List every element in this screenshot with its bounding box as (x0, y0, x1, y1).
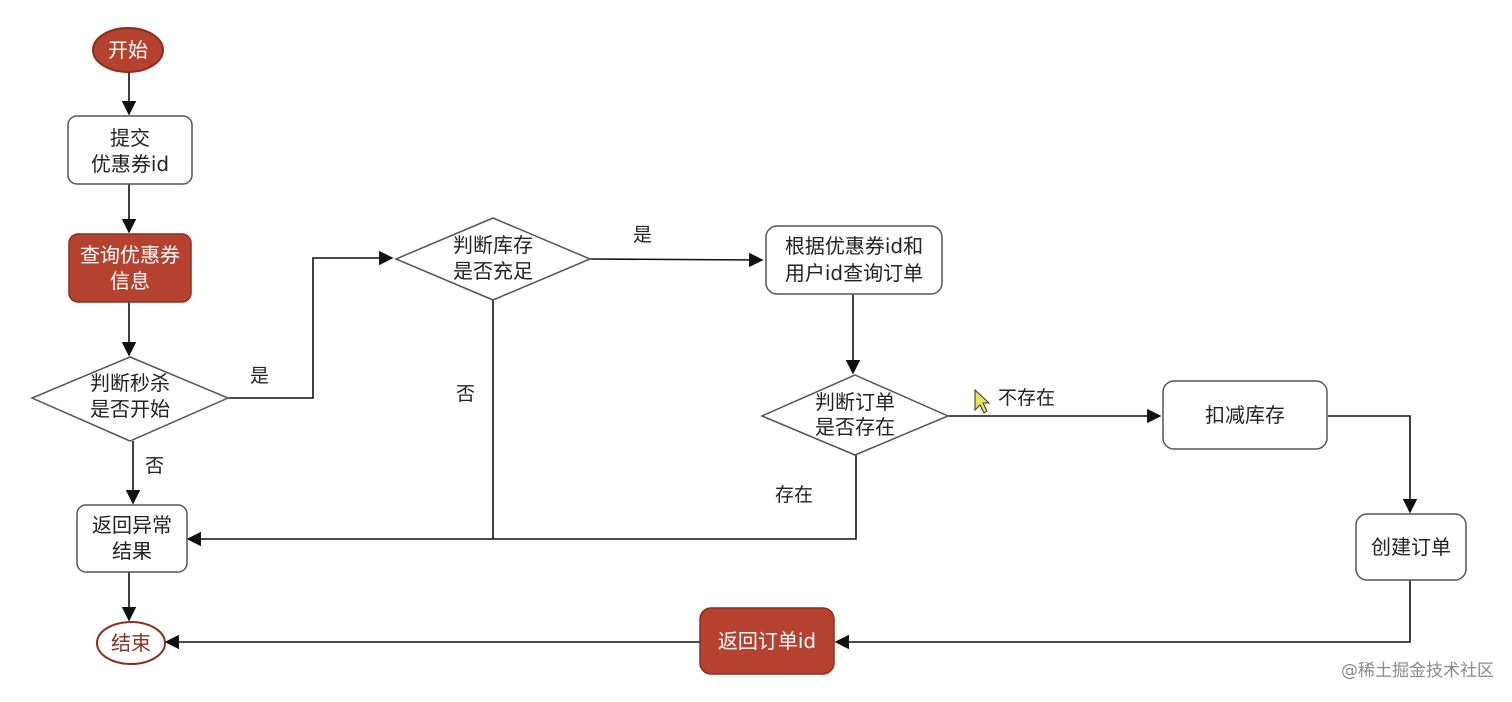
check-stock-node: 判断库存 是否充足 (394, 217, 592, 301)
order-not-exist-label: 不存在 (998, 387, 1055, 409)
edge-deduct-to-create (1328, 415, 1418, 514)
seckill-no-label: 否 (145, 455, 164, 477)
create-order-label: 创建订单 (1371, 535, 1451, 559)
watermark: @稀土掘金技术社区 (1341, 661, 1494, 681)
deduct-stock-label: 扣减库存 (1205, 403, 1285, 427)
edge-seckill-yes (228, 250, 394, 399)
create-order-node: 创建订单 (1355, 513, 1467, 581)
stock-yes-label: 是 (633, 224, 652, 246)
return-error-node: 返回异常 结果 (76, 504, 188, 573)
check-seckill-label-line2: 是否开始 (90, 397, 170, 421)
stock-no-label: 否 (456, 383, 475, 405)
return-order-id-node: 返回订单id (699, 607, 835, 675)
query-coupon-label-line2: 信息 (110, 269, 150, 293)
start-node: 开始 (92, 27, 164, 73)
query-order-label-line1: 根据优惠券id和 (785, 234, 923, 258)
return-order-id-label: 返回订单id (718, 629, 816, 653)
check-seckill-label-line1: 判断秒杀 (90, 371, 170, 395)
edge-create-to-return (834, 580, 1411, 650)
submit-label-line2: 优惠券id (91, 152, 169, 176)
edges (121, 72, 1418, 650)
return-error-label-line2: 结果 (112, 539, 152, 563)
edge-stock-yes (589, 252, 764, 268)
deduct-stock-node: 扣减库存 (1162, 380, 1328, 450)
check-order-node: 判断订单 是否存在 (760, 374, 950, 456)
edge-order-exist (186, 455, 857, 547)
check-stock-label-line2: 是否充足 (453, 259, 533, 283)
query-order-label-line2: 用户id查询订单 (785, 261, 923, 285)
start-label: 开始 (108, 38, 148, 62)
check-seckill-node: 判断秒杀 是否开始 (30, 356, 230, 442)
check-order-label-line2: 是否存在 (815, 415, 895, 439)
check-stock-label-line1: 判断库存 (453, 233, 533, 257)
seckill-yes-label: 是 (250, 365, 269, 387)
submit-label-line1: 提交 (110, 126, 150, 150)
query-order-node: 根据优惠券id和 用户id查询订单 (765, 225, 943, 295)
query-coupon-label-line1: 查询优惠券 (80, 243, 180, 267)
order-exist-label: 存在 (775, 484, 813, 506)
check-order-label-line1: 判断订单 (815, 390, 895, 414)
mouse-cursor-icon (974, 388, 991, 414)
query-coupon-node: 查询优惠券 信息 (68, 233, 192, 303)
end-label: 结束 (111, 631, 151, 655)
submit-node: 提交 优惠券id (67, 115, 193, 185)
end-node: 结束 (96, 621, 166, 665)
return-error-label-line1: 返回异常 (92, 513, 172, 537)
